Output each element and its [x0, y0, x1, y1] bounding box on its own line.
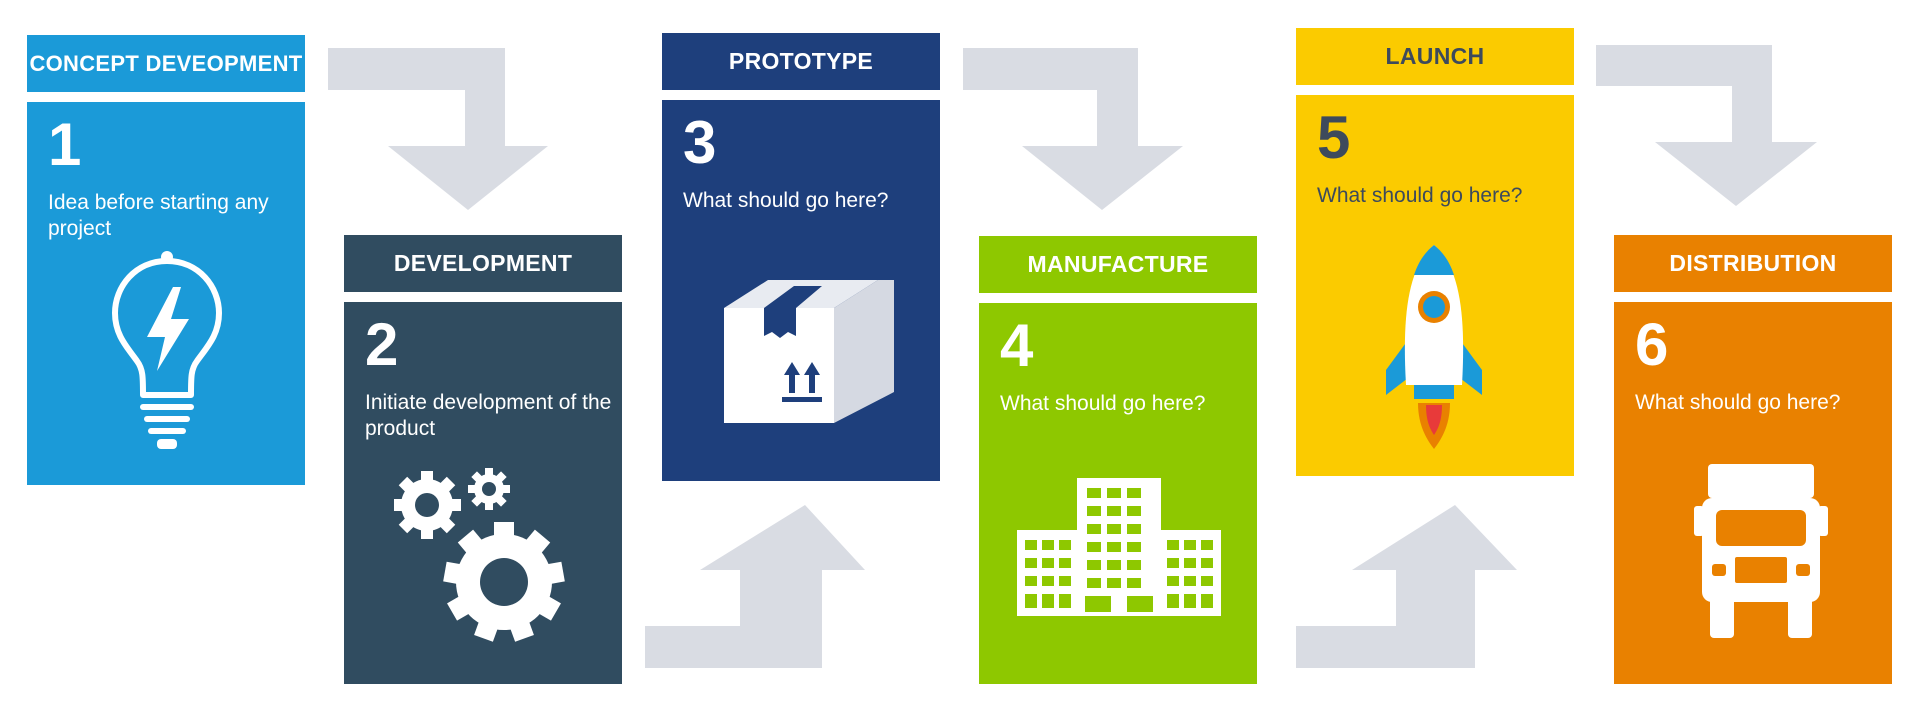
- step-4-header: MANUFACTURE: [979, 236, 1257, 293]
- step-5-text: What should go here?: [1317, 184, 1523, 207]
- step-3-text: What should go here?: [683, 189, 889, 212]
- step-1-title: CONCEPT DEVEOPMENT: [29, 50, 303, 76]
- step-4-title: MANUFACTURE: [1027, 251, 1209, 277]
- step-4-text: What should go here?: [1000, 392, 1206, 415]
- arrow-5-to-6: [1596, 45, 1817, 206]
- step-1-text: Idea before starting any project: [48, 191, 269, 240]
- step-2-title: DEVELOPMENT: [393, 250, 573, 276]
- step-2-text: Initiate development of the product: [365, 391, 612, 440]
- rocket-icon: [1386, 245, 1482, 449]
- arrow-3-to-4: [963, 48, 1183, 210]
- lightbulb-icon: [112, 251, 222, 449]
- step-5-header: LAUNCH: [1296, 28, 1574, 85]
- step-1-number: 1: [48, 111, 82, 178]
- gears-icon: [394, 468, 565, 642]
- step-5-card: 5 What should go here?: [1296, 95, 1574, 476]
- step-6-title: DISTRIBUTION: [1669, 250, 1837, 276]
- step-3-card: 3 What should go here?: [662, 100, 940, 481]
- step-1-card: 1 Idea before starting any project: [27, 102, 305, 485]
- step-3-number: 3: [683, 109, 717, 176]
- step-2-number: 2: [365, 311, 399, 378]
- step-4-number: 4: [1000, 312, 1034, 379]
- step-6-number: 6: [1635, 311, 1669, 378]
- step-3-title: PROTOTYPE: [728, 48, 874, 74]
- step-3-header: PROTOTYPE: [662, 33, 940, 90]
- box-icon: [724, 280, 894, 423]
- step-4-card: 4 What should go here?: [979, 303, 1257, 684]
- step-6-card: 6 What should go here?: [1614, 302, 1892, 684]
- step-6-text: What should go here?: [1635, 391, 1841, 414]
- step-2-header: DEVELOPMENT: [344, 235, 622, 292]
- step-5-title: LAUNCH: [1385, 43, 1485, 69]
- arrow-1-to-2: [328, 48, 548, 210]
- step-1-header: CONCEPT DEVEOPMENT: [27, 35, 305, 92]
- arrow-4-to-5: [1296, 505, 1517, 668]
- step-6-header: DISTRIBUTION: [1614, 235, 1892, 292]
- step-2-card: 2 Initiate development of the product: [344, 302, 622, 684]
- step-5-number: 5: [1317, 104, 1351, 171]
- arrow-2-to-3: [645, 505, 865, 668]
- truck-icon: [1694, 464, 1828, 638]
- buildings-icon: [1017, 478, 1221, 616]
